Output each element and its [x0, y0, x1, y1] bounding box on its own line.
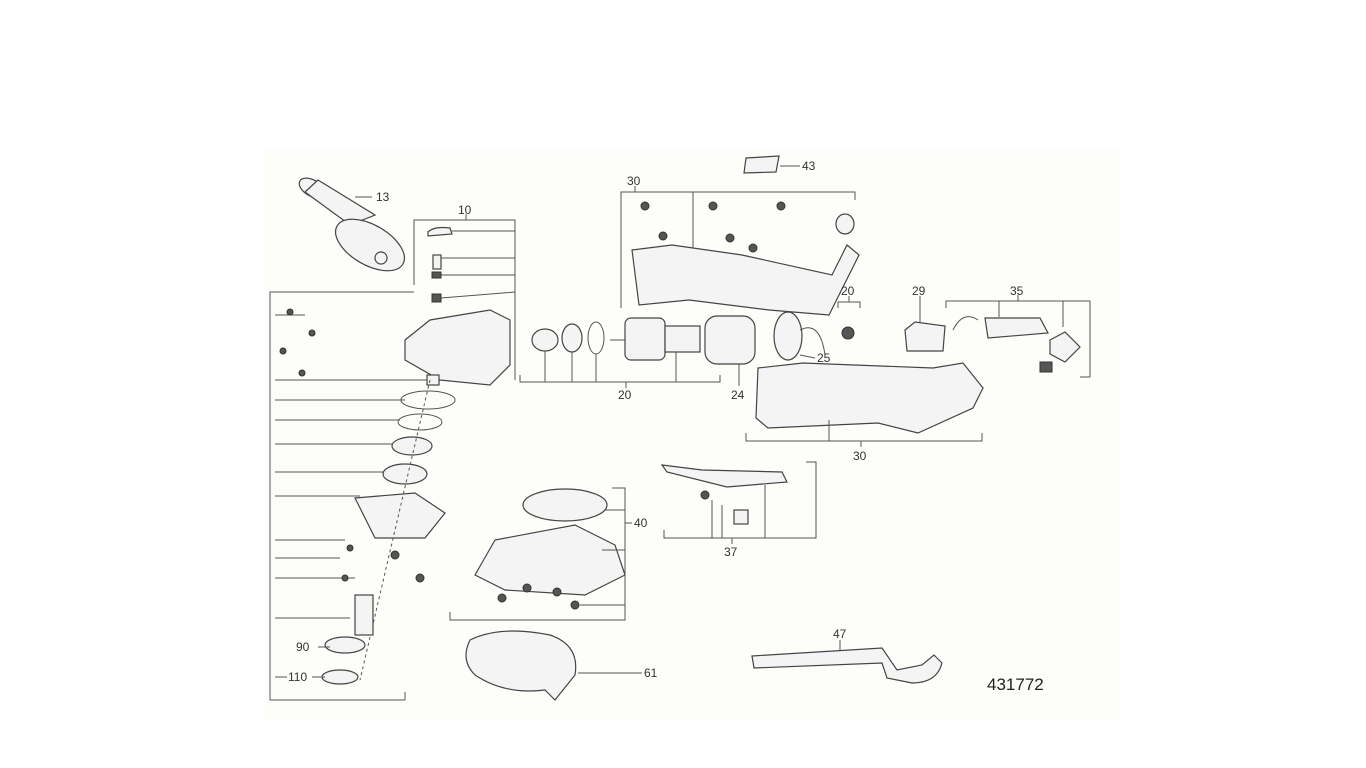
label-brushes: 20 [841, 284, 855, 298]
brush-holder-part [773, 311, 826, 361]
nameplate-part [743, 155, 780, 174]
diagram-number: 431772 [987, 675, 1044, 694]
label-side-handle: 13 [376, 190, 390, 204]
label-inner-flange: 90 [296, 640, 310, 654]
side-handle-part [298, 177, 405, 272]
controller-part [904, 296, 946, 352]
label-housing-top: 30 [627, 174, 641, 188]
label-switch-assembly: 35 [1010, 284, 1024, 298]
housing-half-top-part [620, 186, 860, 316]
label-wheel-guard: 61 [644, 666, 658, 680]
switch-assembly-part [945, 295, 1091, 378]
label-controller: 29 [912, 284, 926, 298]
label-paddle-switch: 37 [724, 545, 738, 559]
label-brush-holder: 25 [817, 351, 831, 365]
paddle-switch-part [660, 461, 817, 544]
label-gear-case: 10 [458, 203, 472, 217]
brushes-part [837, 296, 861, 340]
label-spanner-wrench: 47 [833, 627, 847, 641]
housing-half-bottom-part [745, 362, 984, 447]
label-guard-mount: 40 [634, 516, 648, 530]
label-armature-group: 20 [618, 388, 632, 402]
field-part [704, 315, 756, 386]
label-flange-nut: 110 [288, 670, 307, 684]
gear-case-assembly-part [269, 214, 516, 701]
guard-mount-part [449, 487, 632, 621]
armature-group-part [519, 317, 721, 388]
label-nameplate: 43 [802, 159, 816, 173]
label-field: 24 [731, 388, 745, 402]
label-housing-bottom: 30 [853, 449, 867, 463]
spanner-wrench-part [751, 640, 943, 684]
wheel-guard-part [465, 630, 642, 701]
